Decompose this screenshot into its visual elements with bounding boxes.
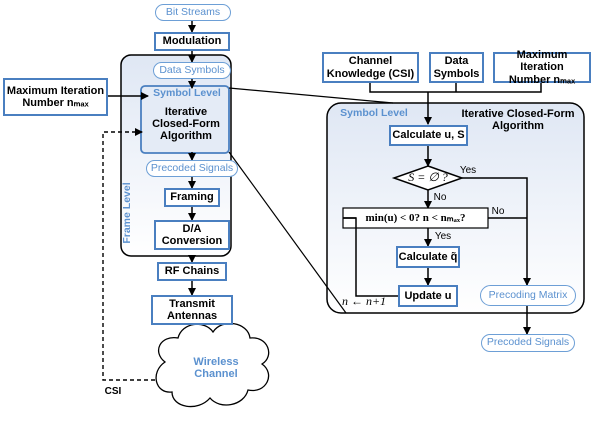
iterative-algorithm-block: Iterative Closed-Form Algorithm <box>152 105 220 143</box>
calculate-q-box[interactable]: Calculate q̃ <box>396 246 460 268</box>
da-conversion-box: D/A Conversion <box>154 220 230 250</box>
yes-label-1: Yes <box>459 165 477 177</box>
max-iteration-box-left: Maximum Iteration Number nₘₐₓ <box>3 78 108 116</box>
symbol-level-panel-left <box>140 85 230 154</box>
bit-streams-pill: Bit Streams <box>155 4 231 21</box>
rf-chains-box: RF Chains <box>157 262 227 281</box>
connector <box>369 83 428 93</box>
zoom-line-top <box>228 87 394 104</box>
connector <box>428 83 542 93</box>
data-symbols-pill: Data Symbols <box>153 62 231 79</box>
update-u-box[interactable]: Update u <box>398 285 458 307</box>
modulation-box: Modulation <box>154 32 230 51</box>
wireless-channel-cloud <box>155 322 270 408</box>
decision-min-label: min(u) < 0? n < nₘₐₓ? <box>365 211 466 224</box>
algorithm-title: Iterative Closed-Form Algorithm <box>461 107 575 132</box>
csi-label: CSI <box>104 385 122 397</box>
arrow <box>462 177 531 286</box>
csi-feedback-path <box>102 128 162 381</box>
transmit-antennas-box: Transmit Antennas <box>151 295 233 325</box>
framing-box: Framing <box>164 188 220 207</box>
precoding-matrix-pill: Precoding Matrix <box>480 285 576 306</box>
yes-label-2: Yes <box>434 231 452 243</box>
calculate-u-s-box[interactable]: Calculate u, S <box>389 125 468 146</box>
wireless-channel-label: Wireless Channel <box>193 355 239 380</box>
symbol-level-label-right: Symbol Level <box>340 107 408 120</box>
channel-knowledge-box: Channel Knowledge (CSI) <box>322 52 419 83</box>
data-symbols-box-right: Data Symbols <box>429 52 484 83</box>
symbol-level-label-left: Symbol Level <box>153 87 221 100</box>
precoded-signals-pill-left: Precoded Signals <box>146 160 238 177</box>
frame-level-label: Frame Level <box>121 182 134 244</box>
precoded-signals-pill-right: Precoded Signals <box>481 334 575 352</box>
no-label-2: No <box>491 206 505 218</box>
max-iteration-box-right: Maximum Iteration Number nₘₐₓ <box>493 49 591 86</box>
no-label-1: No <box>433 192 447 204</box>
decision-empty-label: S = ∅ ? <box>408 170 448 185</box>
zoom-line-bottom <box>228 151 347 314</box>
n-increment-label: n ← n+1 <box>341 294 387 309</box>
